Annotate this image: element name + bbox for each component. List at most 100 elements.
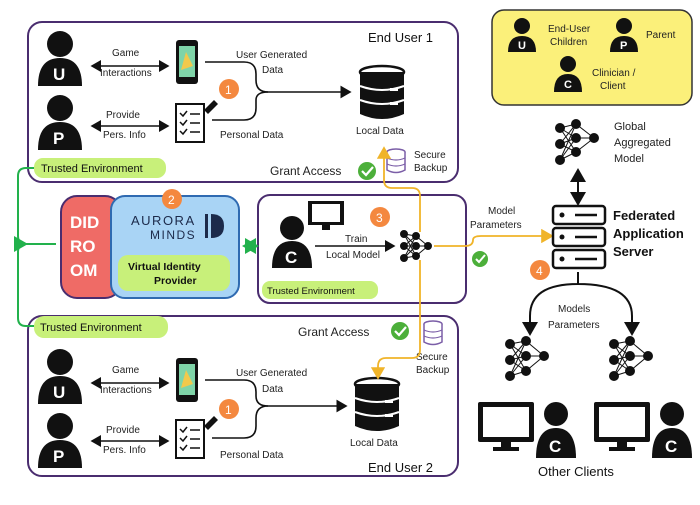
user1-parent-icon: P: [38, 95, 82, 150]
user2-form-icon: [175, 416, 218, 459]
user2-grant-access-label: Grant Access: [298, 325, 369, 339]
svg-text:C: C: [564, 79, 572, 91]
clinician-trusted-env-label: Trusted Environment: [267, 286, 355, 297]
legend-parent-icon: P: [610, 18, 638, 52]
user2-backup-label: Backup: [416, 365, 450, 376]
svg-text:4: 4: [536, 264, 543, 278]
user1-persinfo-label: Pers. Info: [103, 130, 146, 141]
user2-secure-label: Secure: [416, 352, 448, 363]
server-step-badge: 4: [530, 260, 550, 280]
user1-local-db-icon: [358, 64, 406, 119]
user2-ugd-label: User Generated: [236, 368, 307, 379]
trusted-env-connector: [18, 167, 56, 327]
local-model-network-icon: [400, 230, 432, 262]
clinician-step-badge: 3: [370, 207, 390, 227]
backup-line-user2: [370, 260, 421, 380]
aurora-logo-bottom: MINDS: [150, 228, 196, 242]
user2-trusted-env-label: Trusted Environment: [40, 322, 142, 334]
global-label-3: Model: [614, 153, 644, 165]
vip-label-2: Provider: [154, 275, 197, 287]
didroom-line-1: DID: [70, 213, 99, 232]
user1-step-badge: 1: [219, 79, 239, 99]
svg-text:U: U: [53, 65, 65, 84]
clinician-trusted-env-badge: [262, 281, 378, 299]
user2-backup-db-icon: [423, 320, 443, 346]
end-user-1-title: End User 1: [368, 30, 433, 45]
legend-client-label: Client: [600, 81, 626, 92]
didroom-line-3: OM: [70, 261, 97, 280]
legend-children-label: Children: [550, 37, 587, 48]
user1-local-data-label: Local Data: [356, 126, 404, 137]
user2-persinfo-label: Pers. Info: [103, 445, 146, 456]
user2-child-icon: U: [38, 349, 82, 404]
other-client-monitor-right: [594, 402, 650, 451]
svg-text:2: 2: [168, 193, 175, 207]
user1-backup-db-icon: [386, 148, 406, 174]
other-clients-label: Other Clients: [538, 464, 614, 479]
user1-data-flow: [205, 61, 352, 99]
user2-data-label: Data: [262, 384, 284, 395]
legend-clinician-label: Clinician /: [592, 68, 636, 79]
server-split-line: [529, 272, 633, 332]
train-label: Train: [345, 234, 367, 245]
global-label-2: Aggregated: [614, 137, 671, 149]
user2-local-db-icon: [353, 376, 401, 431]
global-model-network-icon: [555, 119, 599, 165]
user1-interactions-label: Interactions: [100, 68, 152, 79]
svg-text:P: P: [53, 447, 64, 466]
aurora-logo-mark: [205, 214, 224, 238]
user1-form-icon: [175, 100, 218, 143]
end-user-2-title: End User 2: [368, 460, 433, 475]
server-label-3: Server: [613, 244, 653, 259]
user2-parent-icon: P: [38, 413, 82, 468]
user1-trusted-env-label: Trusted Environment: [41, 163, 143, 175]
aurora-logo-top: AURORA: [131, 213, 196, 228]
clinician-monitor-icon: [308, 201, 344, 230]
global-label-1: Global: [614, 121, 646, 133]
svg-text:U: U: [53, 383, 65, 402]
user1-personal-flow: [212, 91, 269, 121]
legend-end-user-label: End-User: [548, 24, 591, 35]
user1-ugd-label: User Generated: [236, 50, 307, 61]
client-network-icon-right: [609, 336, 653, 381]
svg-text:3: 3: [376, 211, 383, 225]
user1-check-icon: [358, 162, 376, 180]
user1-data-label: Data: [262, 65, 284, 76]
legend-clinician-icon: C: [554, 56, 582, 92]
svg-text:P: P: [53, 129, 64, 148]
model-params-line: [434, 228, 554, 247]
legend-box: [491, 9, 693, 106]
user2-provide-label: Provide: [106, 425, 140, 436]
user1-backup-label: Backup: [414, 163, 448, 174]
backup-line-user1: [376, 146, 421, 232]
svg-text:C: C: [549, 437, 561, 456]
vip-box: [118, 255, 230, 291]
svg-text:U: U: [518, 40, 526, 52]
user2-personal-flow: [212, 405, 269, 439]
user1-tablet-icon: [176, 40, 198, 84]
didroom-line-2: RO: [70, 237, 96, 256]
local-model-label: Local Model: [326, 250, 380, 261]
client-network-icon-left: [505, 336, 549, 381]
aurora-step-badge: 2: [162, 189, 182, 209]
user2-trusted-env-badge: [34, 316, 168, 338]
server-icon: [551, 204, 607, 270]
user1-grant-access-label: Grant Access: [270, 164, 341, 178]
server-label-2: Application: [613, 226, 684, 241]
model-params-label-1: Model: [488, 206, 515, 217]
other-client-icon-right: C: [652, 402, 692, 458]
legend-end-user-icon: U: [508, 18, 536, 52]
user2-personal-label: Personal Data: [220, 450, 284, 461]
user1-child-icon: U: [38, 31, 82, 86]
user1-provide-label: Provide: [106, 110, 140, 121]
models-params-label-2: Parameters: [548, 320, 600, 331]
model-params-check-icon: [472, 251, 488, 267]
user2-data-flow: [205, 379, 348, 413]
other-client-icon-left: C: [536, 402, 576, 458]
model-params-label-2: Parameters: [470, 220, 522, 231]
svg-text:P: P: [620, 40, 627, 52]
svg-text:C: C: [665, 437, 677, 456]
clinician-icon: C: [272, 216, 312, 268]
user1-trusted-env-badge: [34, 158, 166, 178]
